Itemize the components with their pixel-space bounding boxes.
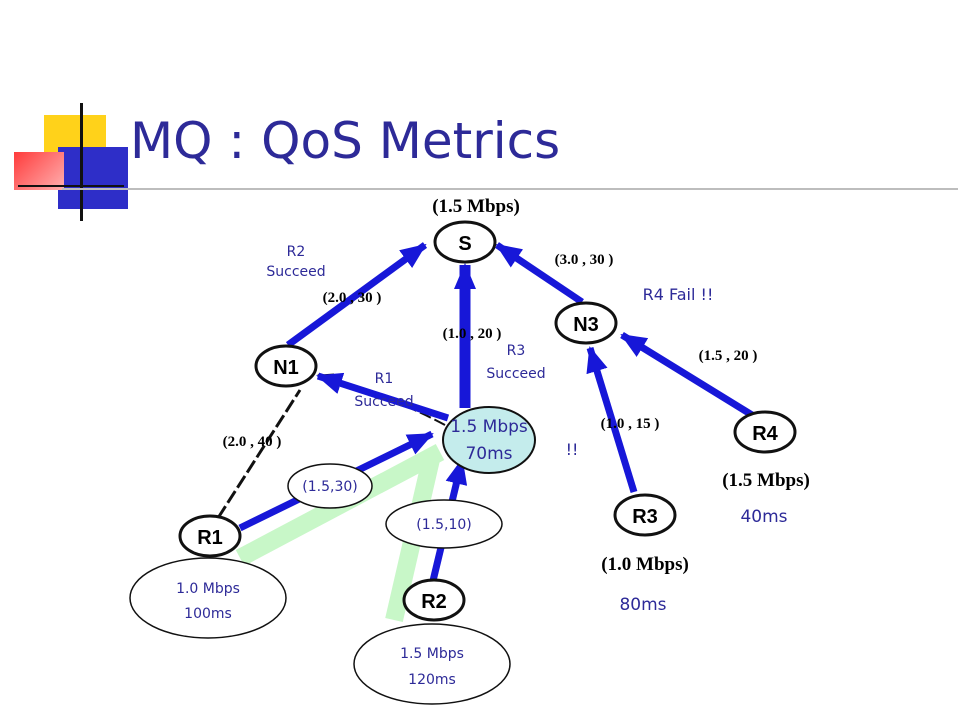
r3-status-line2: Succeed — [486, 366, 545, 382]
edge-label-r3-n3: (1.0 , 15 ) — [601, 416, 660, 432]
bubble-r2-edge-text: (1.5,10) — [416, 517, 471, 533]
bubble-r1-edge: (1.5,30) — [287, 463, 373, 509]
bubble-r2-bandwidth: 1.5 Mbps — [400, 646, 464, 662]
node-s: S — [433, 220, 497, 264]
arrow-n3-s — [495, 242, 584, 305]
node-r4-label: R4 — [752, 423, 778, 445]
edge-label-r1-n1: (2.0 , 40 ) — [223, 434, 282, 450]
edge-r1-n1 — [216, 389, 302, 519]
s-bandwidth-label: (1.5 Mbps) — [432, 196, 520, 217]
n2-fail-fragment: !! — [566, 440, 579, 459]
r2-status-line1: R2 — [287, 244, 306, 260]
r4-bandwidth-label: (1.5 Mbps) — [722, 470, 810, 491]
node-r3-label: R3 — [632, 506, 658, 528]
bubble-n2-delay: 70ms — [465, 444, 512, 464]
slide-title: MQ : QoS Metrics — [130, 112, 561, 170]
node-n1: N1 — [254, 344, 318, 388]
arrow-n2-n1 — [316, 372, 450, 422]
r2-status-line2: Succeed — [266, 264, 325, 280]
node-r1-label: R1 — [197, 527, 223, 549]
r1-status-line2: Succeed — [354, 394, 413, 410]
deco-blue-square — [58, 147, 128, 209]
bubble-n2: 1.5 Mbps 70ms — [442, 406, 536, 474]
bubble-r1-bandwidth: 1.0 Mbps — [176, 581, 240, 597]
edge-label-n2-s: (1.0 , 20 ) — [443, 326, 502, 342]
r3-status-line1: R3 — [507, 343, 526, 359]
node-r1: R1 — [178, 514, 242, 558]
bubble-r1-delay: 100ms — [184, 606, 232, 622]
bubble-r1: 1.0 Mbps 100ms — [129, 557, 287, 639]
arrow-n1-s — [285, 242, 428, 348]
node-s-label: S — [458, 233, 471, 255]
bubble-r1-edge-text: (1.5,30) — [302, 479, 357, 495]
r3-delay-label: 80ms — [619, 595, 666, 615]
bubble-r2-delay: 120ms — [408, 672, 456, 688]
node-r2: R2 — [402, 578, 466, 622]
edge-label-n3-s: (3.0 , 30 ) — [555, 252, 614, 268]
arrow-r3-n3 — [586, 346, 638, 494]
arrow-r4-n3 — [620, 332, 754, 418]
deco-horizontal-line — [18, 185, 124, 187]
deco-red-square — [14, 152, 64, 190]
edge-label-r4-n3: (1.5 , 20 ) — [699, 348, 758, 364]
deco-vertical-line — [80, 103, 83, 221]
node-n1-label: N1 — [273, 357, 299, 379]
r4-delay-label: 40ms — [740, 507, 787, 527]
r4-fail-label: R4 Fail !! — [643, 285, 714, 304]
node-r4: R4 — [733, 410, 797, 454]
bubble-n2-bandwidth: 1.5 Mbps — [450, 417, 528, 437]
bubble-r2: 1.5 Mbps 120ms — [353, 623, 511, 705]
node-r3: R3 — [613, 493, 677, 537]
r1-status-line1: R1 — [375, 371, 394, 387]
title-rule — [62, 188, 958, 190]
node-n3: N3 — [554, 301, 618, 345]
edge-label-n1-s: (2.0 , 30 ) — [323, 290, 382, 306]
node-n3-label: N3 — [573, 314, 599, 336]
r3-bandwidth-label: (1.0 Mbps) — [601, 554, 689, 575]
node-r2-label: R2 — [421, 591, 447, 613]
bubble-r2-edge: (1.5,10) — [385, 499, 503, 549]
